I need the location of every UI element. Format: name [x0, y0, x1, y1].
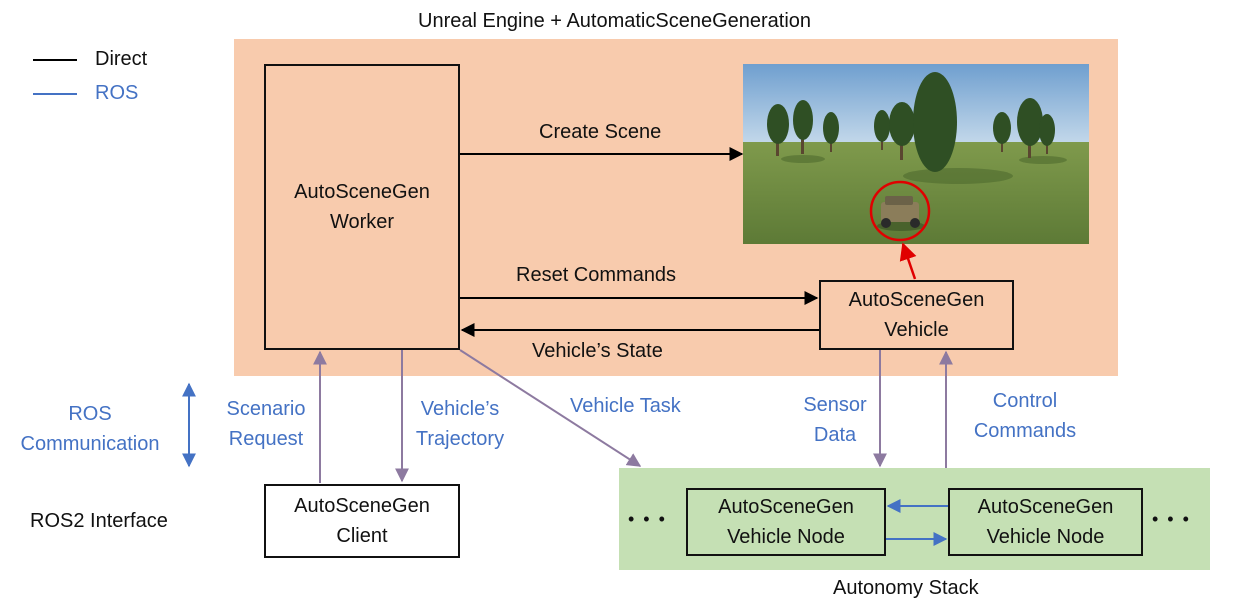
control-commands-label-line2: Commands — [973, 420, 1077, 442]
autoscenegen-worker-box: AutoSceneGen Worker — [264, 64, 460, 350]
node-left-label-line2: Vehicle Node — [727, 526, 845, 548]
control-commands-label-line1: Control — [992, 390, 1058, 412]
scenario-request-label-line1: Scenario — [226, 398, 306, 420]
worker-label-line2: Worker — [329, 211, 395, 233]
create-scene-label: Create Scene — [539, 121, 662, 143]
autoscenegen-vehicle-box: AutoSceneGen Vehicle — [819, 280, 1014, 350]
ros-communication-label-line1: ROS — [68, 403, 112, 425]
legend-direct-label: Direct — [95, 48, 148, 70]
autonomy-stack-label: Autonomy Stack — [833, 577, 979, 599]
vehicle-node-box-right: AutoSceneGen Vehicle Node — [948, 488, 1143, 556]
node-right-label-line2: Vehicle Node — [986, 526, 1105, 548]
reset-commands-label: Reset Commands — [516, 264, 677, 286]
vehicle-label-line1: AutoSceneGen — [848, 289, 985, 311]
ros-communication-label-line2: Communication — [20, 433, 160, 455]
ros2-interface-label: ROS2 Interface — [30, 510, 168, 532]
legend-ros-line — [33, 93, 77, 95]
vehicle-node-box-left: AutoSceneGen Vehicle Node — [686, 488, 886, 556]
client-label-line2: Client — [336, 525, 388, 547]
worker-label-line1: AutoSceneGen — [294, 181, 430, 203]
node-left-label-line1: AutoSceneGen — [718, 496, 854, 518]
ellipsis-right: • • • — [1152, 509, 1191, 529]
client-label-line1: AutoSceneGen — [294, 495, 430, 517]
autoscenegen-client-box: AutoSceneGen Client — [264, 484, 460, 558]
diagram-title: Unreal Engine + AutomaticSceneGeneration — [418, 10, 812, 32]
scenario-request-label-line2: Request — [228, 428, 304, 450]
unreal-scene-image — [743, 64, 1089, 244]
vehicles-trajectory-label-line2: Trajectory — [415, 428, 505, 450]
node-right-label-line1: AutoSceneGen — [977, 496, 1114, 518]
sensor-data-label-line1: Sensor — [803, 394, 867, 416]
vehicles-trajectory-label-line1: Vehicle’s — [420, 398, 500, 420]
ellipsis-left: • • • — [628, 509, 667, 529]
sensor-data-label-line2: Data — [813, 424, 857, 446]
vehicle-highlight-arrow — [899, 242, 917, 280]
vehicles-state-label: Vehicle’s State — [532, 340, 663, 362]
legend-ros-label: ROS — [95, 82, 139, 104]
vehicle-label-line2: Vehicle — [884, 319, 949, 341]
legend-direct-line — [33, 59, 77, 61]
vehicle-task-label: Vehicle Task — [570, 395, 681, 417]
vehicle-task-arrow — [459, 349, 642, 467]
